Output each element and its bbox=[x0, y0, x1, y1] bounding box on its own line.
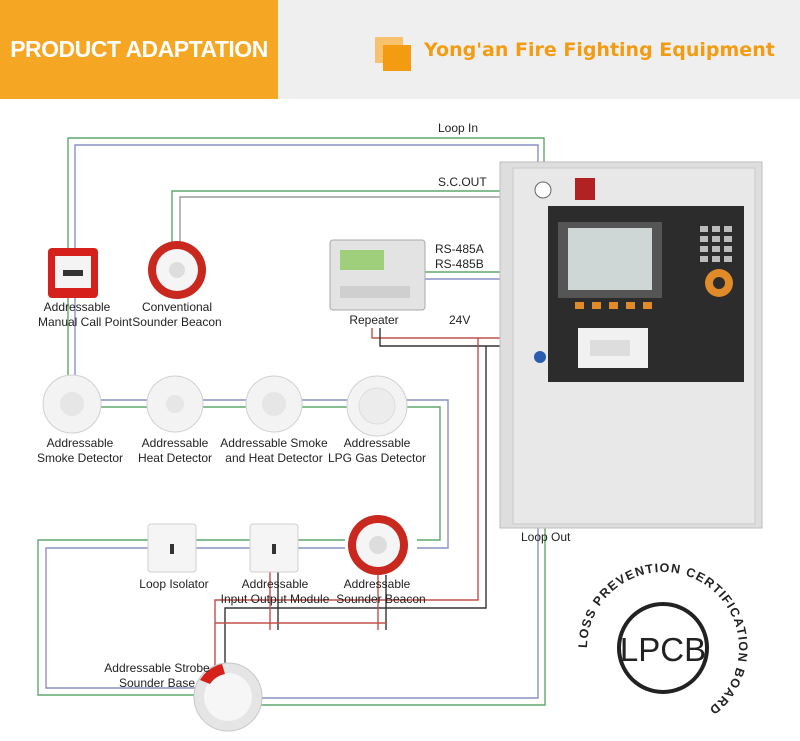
addr-sounder-label-2: Sounder Beacon bbox=[336, 592, 425, 606]
isolator-label: Loop Isolator bbox=[139, 577, 208, 591]
heat-label-2: Heat Detector bbox=[138, 451, 212, 465]
power-riser-black bbox=[224, 346, 487, 672]
loop-isolator bbox=[147, 523, 197, 573]
rs485b-label: RS-485B bbox=[435, 257, 484, 271]
sc-out-label: S.C.OUT bbox=[438, 175, 487, 189]
fire-alarm-control-panel bbox=[499, 161, 763, 529]
panel-lock-icon bbox=[534, 351, 546, 363]
page-header: PRODUCT ADAPTATION Yong'an Fire Fighting… bbox=[0, 0, 800, 99]
smoke-heat-label-1: Addressable Smoke bbox=[220, 436, 328, 450]
power-riser-red bbox=[214, 338, 479, 672]
sc-out-wire-green bbox=[171, 190, 500, 248]
power-wire-black bbox=[379, 328, 500, 347]
loop-out-wire-blue bbox=[258, 528, 539, 699]
loop-out-label: Loop Out bbox=[521, 530, 571, 544]
call-point-label-1: Addressable bbox=[44, 300, 111, 314]
heat-label-1: Addressable bbox=[142, 436, 209, 450]
power-wire-red bbox=[371, 328, 500, 339]
strobe-sounder-base bbox=[193, 662, 263, 732]
loop-in-wire-blue bbox=[74, 144, 539, 300]
io-module bbox=[249, 523, 299, 573]
io-module-label-2: Input Output Module bbox=[221, 592, 330, 606]
panel-keypad bbox=[700, 226, 732, 262]
panel-function-buttons bbox=[575, 302, 652, 309]
lpg-label-2: LPG Gas Detector bbox=[328, 451, 426, 465]
smoke-detector bbox=[42, 374, 102, 434]
strobe-label-1: Addressable Strobe bbox=[104, 661, 210, 675]
cert-mark-icon bbox=[534, 181, 552, 199]
brand-name: Yong'an Fire Fighting Equipment bbox=[424, 39, 775, 61]
conv-sounder-label-1: Conventional bbox=[142, 300, 212, 314]
strobe-label-2: Sounder Base bbox=[119, 676, 195, 690]
smoke-label-2: Smoke Detector bbox=[37, 451, 123, 465]
conventional-sounder-beacon bbox=[148, 241, 206, 299]
lpcb-logo-text: LPCB bbox=[620, 631, 706, 668]
sc-out-wire-gray bbox=[179, 196, 500, 248]
brand-logo-icon bbox=[375, 37, 411, 71]
smoke-heat-label-2: and Heat Detector bbox=[225, 451, 322, 465]
smoke-heat-detector bbox=[245, 375, 303, 433]
call-point-label-2: Manual Call Point bbox=[38, 315, 133, 329]
addressable-sounder-beacon bbox=[348, 515, 408, 575]
repeater-label: Repeater bbox=[349, 313, 398, 327]
lpg-label-1: Addressable bbox=[344, 436, 411, 450]
tab-title: PRODUCT ADAPTATION bbox=[10, 36, 268, 62]
conv-sounder-label-2: Sounder Beacon bbox=[132, 315, 221, 329]
loop-in-label: Loop In bbox=[438, 121, 478, 135]
loop-out-wire-green bbox=[258, 528, 546, 706]
smoke-label-1: Addressable bbox=[47, 436, 114, 450]
repeater-panel bbox=[329, 239, 426, 311]
lpcb-certification-logo: LPCB LOSS PREVENTION CERTIFICATION BOARD bbox=[576, 561, 749, 718]
lpg-gas-detector bbox=[346, 375, 408, 437]
warning-label-icon bbox=[575, 178, 595, 200]
loop-in-wire-green bbox=[67, 137, 545, 300]
rs485a-label: RS-485A bbox=[435, 242, 484, 256]
io-module-label-1: Addressable bbox=[242, 577, 309, 591]
power-24v-label: 24V bbox=[449, 313, 470, 327]
manual-call-point bbox=[48, 248, 98, 298]
product-adaptation-tab: PRODUCT ADAPTATION bbox=[0, 0, 278, 99]
heat-detector bbox=[146, 375, 204, 433]
wiring-diagram: Loop In S.C.OUT RS-485A RS-485B 24V Loop… bbox=[37, 121, 763, 732]
addr-sounder-label-1: Addressable bbox=[344, 577, 411, 591]
